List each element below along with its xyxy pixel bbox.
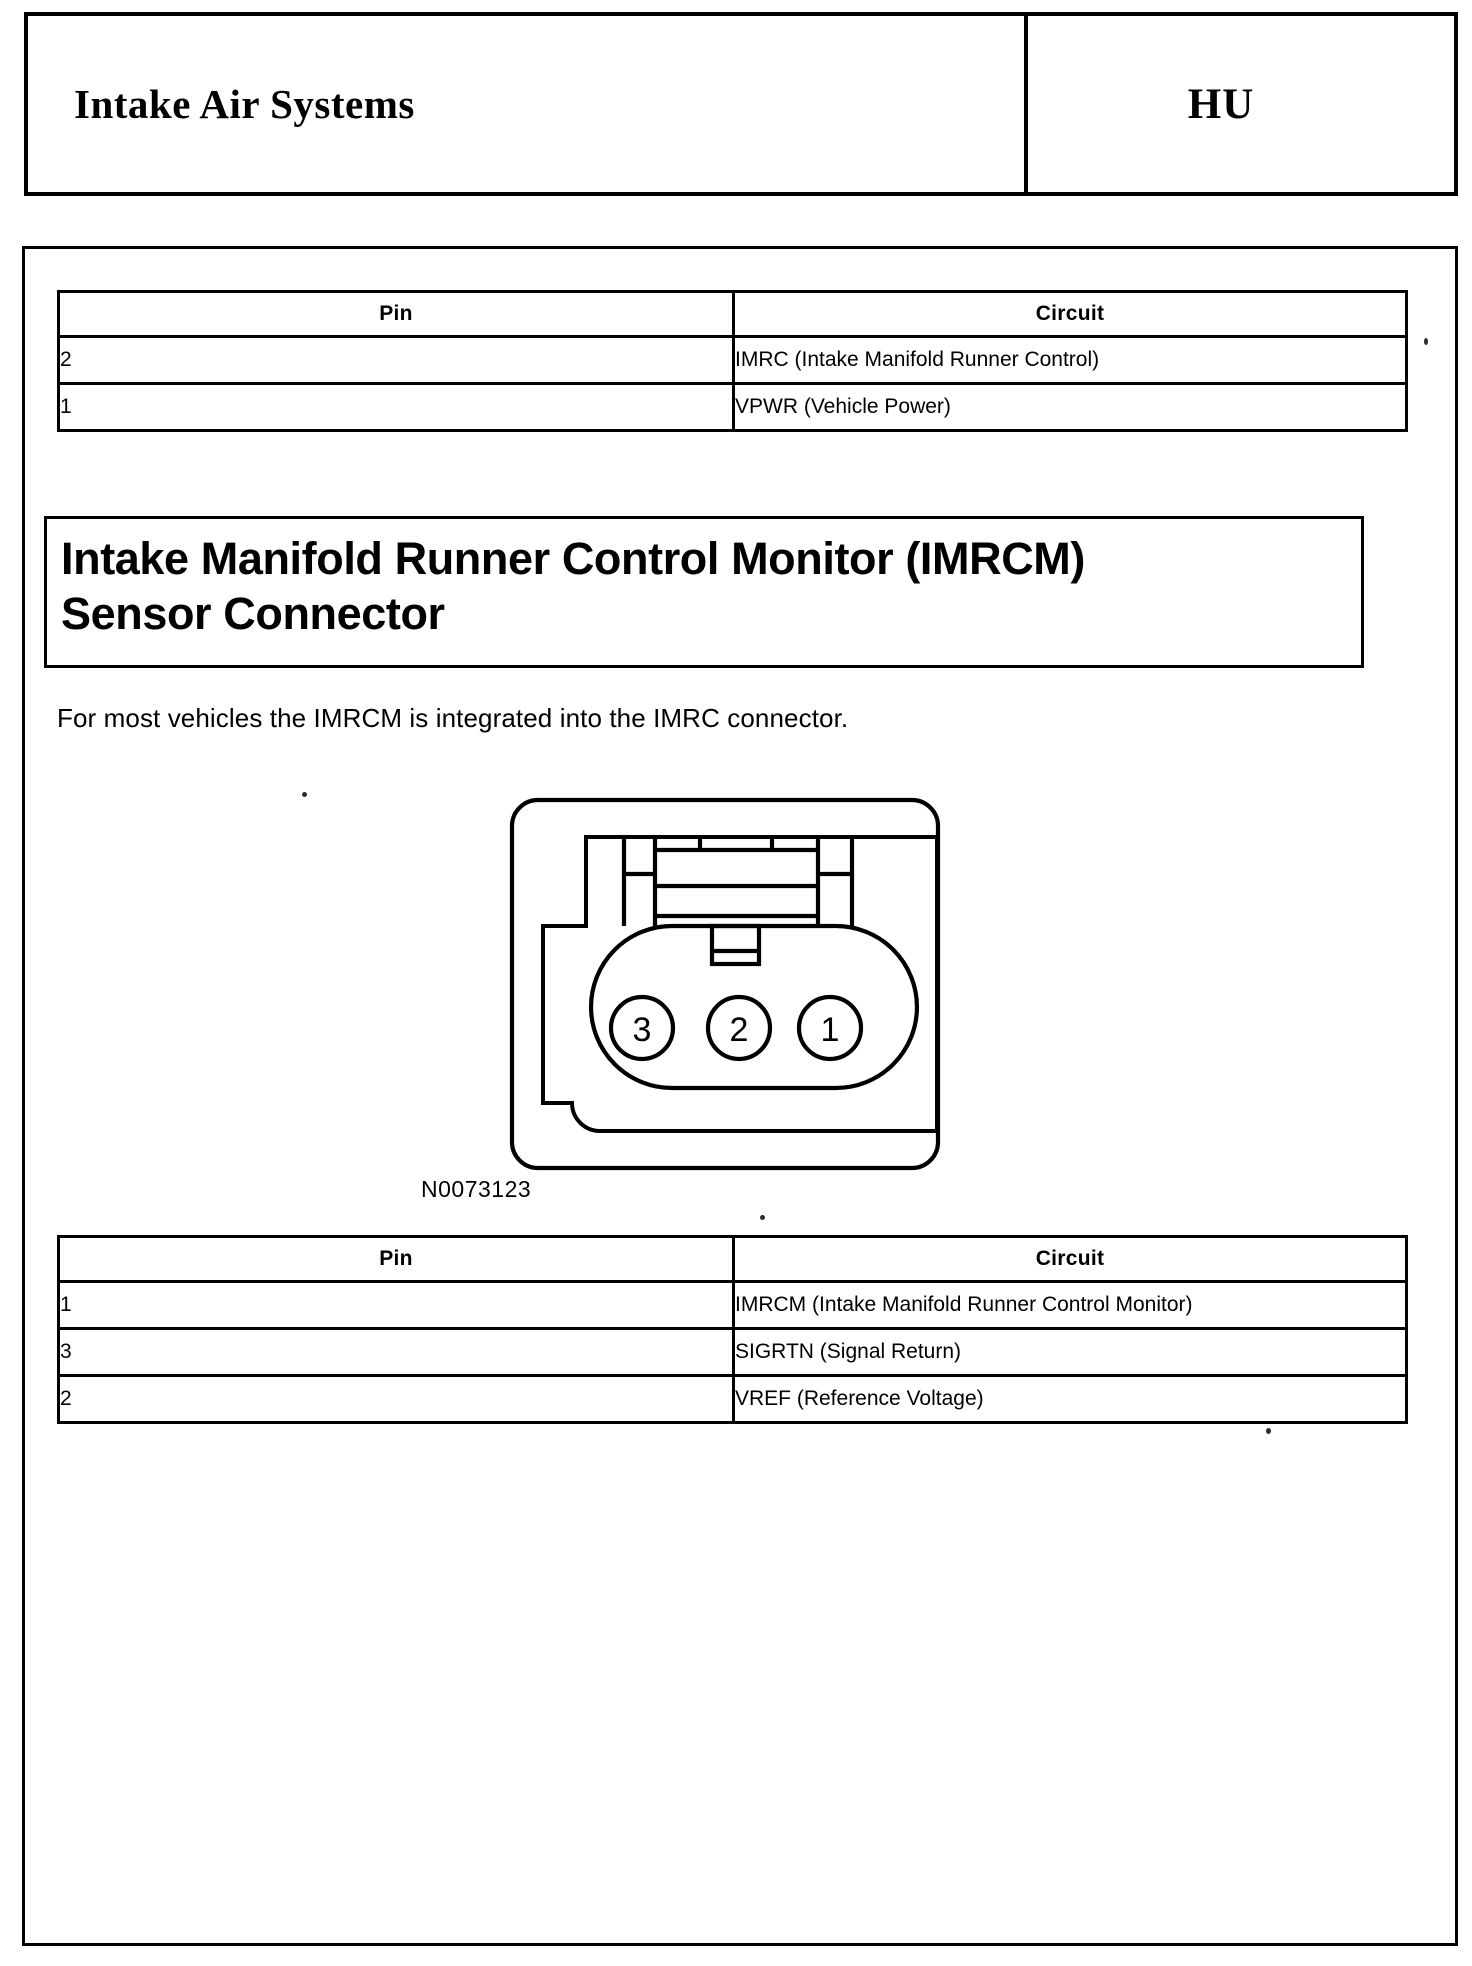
table-row: 1 IMRCM (Intake Manifold Runner Control … [57,1280,1408,1330]
pin-circle-2 [705,994,773,1062]
cell-circuit: SIGRTN (Signal Return) [732,1327,1408,1377]
imrcm-pinout-table: Pin Circuit 1 IMRCM (Intake Manifold Run… [57,1235,1408,1424]
section-heading-line-1: Intake Manifold Runner Control Monitor (… [61,533,1085,584]
connector-pin-cavity [588,923,920,1091]
page-header: Intake Air Systems HU [24,12,1458,196]
connector-housing-outline [541,835,939,1133]
connector-illustration: 3 2 1 [509,797,941,1171]
cell-circuit: IMRC (Intake Manifold Runner Control) [732,335,1408,385]
section-heading-line-2: Sensor Connector [61,587,445,639]
pin-label-3: 3 [633,1011,652,1049]
diagram-caption: N0073123 [421,1176,532,1202]
scan-speck [1266,1428,1271,1434]
page-header-title-cell: Intake Air Systems [28,16,1028,192]
page-content-frame [22,246,1458,1946]
imrcm-connector-diagram: 3 2 1 [500,788,950,1188]
page-header-code-cell: HU [1028,16,1454,192]
column-header-circuit: Circuit [732,1235,1408,1283]
column-header-circuit: Circuit [732,290,1408,338]
page-title: Intake Air Systems [74,81,415,127]
scan-speck [1424,338,1428,345]
cell-pin: 2 [57,335,735,385]
cell-pin: 2 [57,1374,735,1424]
scan-speck [760,1215,765,1220]
cell-circuit: VREF (Reference Voltage) [732,1374,1408,1424]
cell-circuit: IMRCM (Intake Manifold Runner Control Mo… [732,1280,1408,1330]
pin-label-1: 1 [821,1011,840,1049]
column-header-pin: Pin [57,1235,735,1283]
section-heading-box: Intake Manifold Runner Control Monitor (… [44,516,1364,668]
connector-outer-shell [509,797,941,1171]
table-row: 1 VPWR (Vehicle Power) [57,382,1408,432]
cell-circuit: VPWR (Vehicle Power) [732,382,1408,432]
pin-circle-1 [796,994,864,1062]
cell-pin: 1 [57,382,735,432]
connector-keyway-tab [709,923,762,967]
scan-speck [302,792,307,797]
table-row: 3 SIGRTN (Signal Return) [57,1327,1408,1377]
table-header-row: Pin Circuit [57,290,1408,338]
imrc-pinout-table: Pin Circuit 2 IMRC (Intake Manifold Runn… [57,290,1408,432]
table-row: 2 VREF (Reference Voltage) [57,1374,1408,1424]
column-header-pin: Pin [57,290,735,338]
cell-pin: 1 [57,1280,735,1330]
section-paragraph: For most vehicles the IMRCM is integrate… [57,703,849,733]
pin-label-2: 2 [730,1011,749,1049]
table-row: 2 IMRC (Intake Manifold Runner Control) [57,335,1408,385]
pin-circle-3 [608,994,676,1062]
cell-pin: 3 [57,1327,735,1377]
section-code-badge: HU [1187,80,1255,128]
table-header-row: Pin Circuit [57,1235,1408,1283]
